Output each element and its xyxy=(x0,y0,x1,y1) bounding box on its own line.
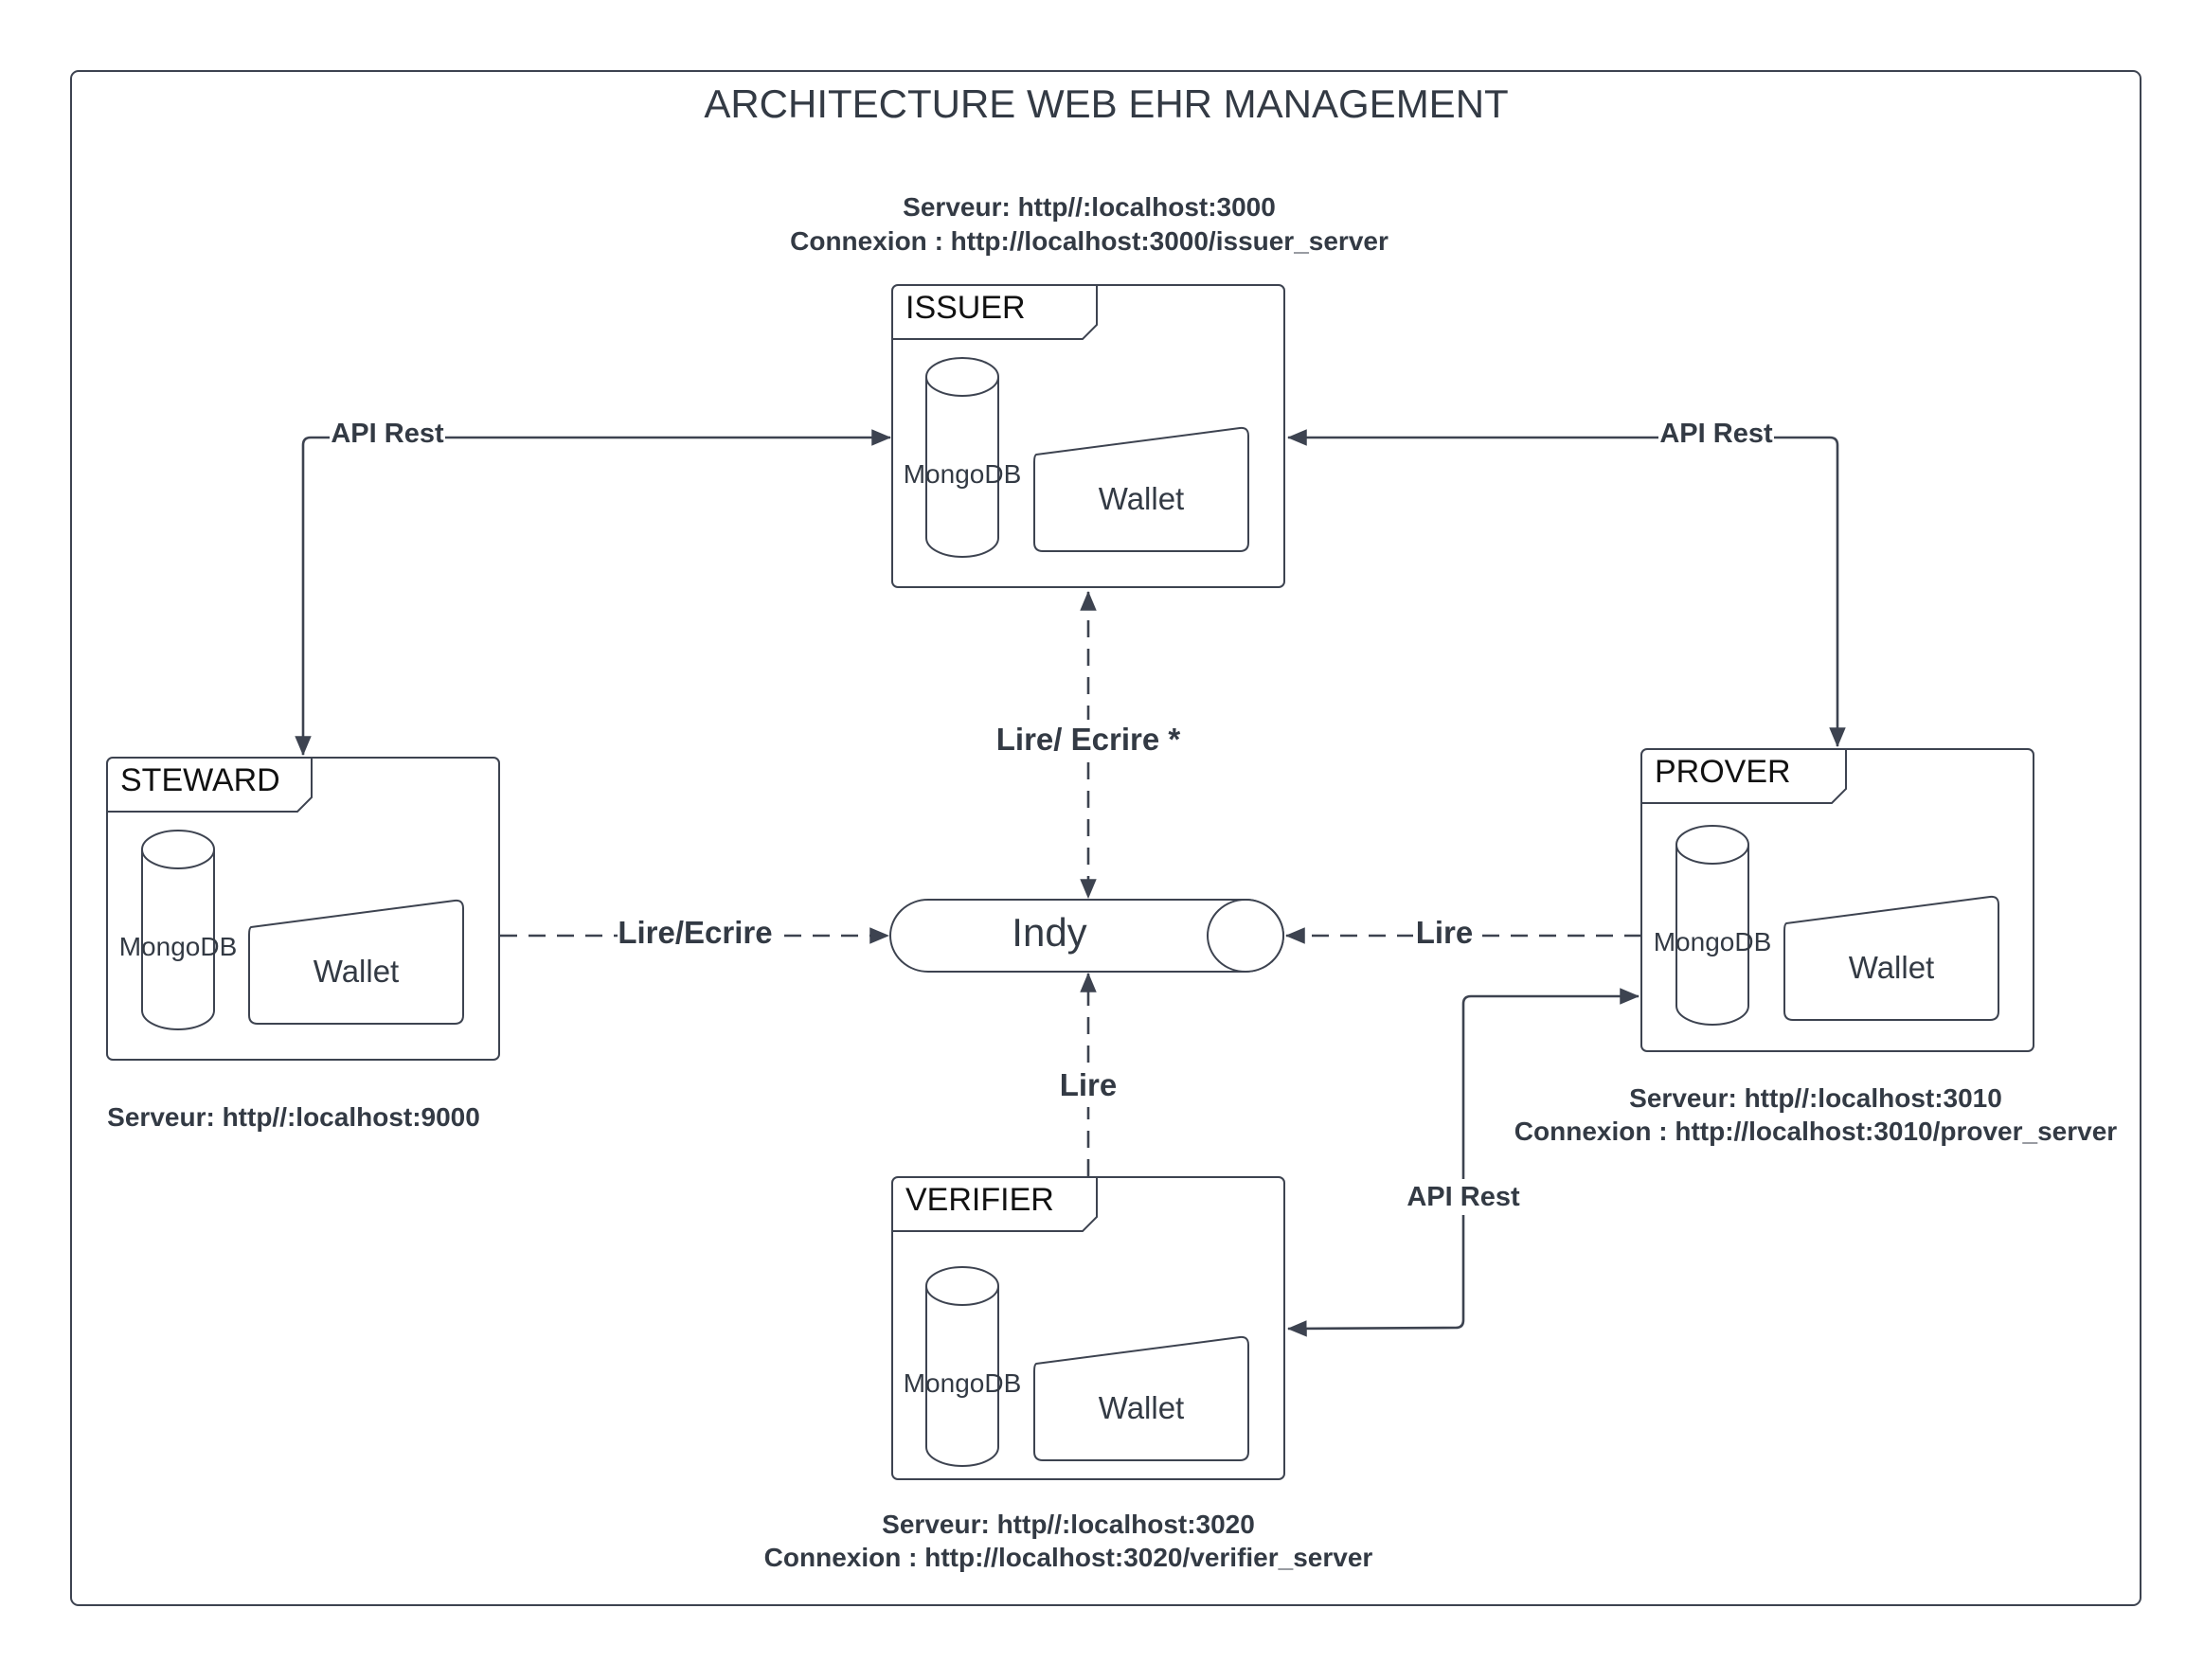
edge-issuer-prover xyxy=(1286,429,1846,748)
edge-label-verifier-indy: Lire xyxy=(1060,1067,1118,1102)
wallet-icon xyxy=(248,899,464,1025)
indy-label: Indy xyxy=(1012,910,1086,955)
prover-connection-text: Connexion : http://localhost:3010/prover… xyxy=(1514,1117,2117,1146)
prover-server-text: Serveur: http//:localhost:3010 xyxy=(1629,1083,2002,1113)
verifier-wallet-label: Wallet xyxy=(1099,1390,1184,1425)
verifier-node: VERIFIER MongoDB Wallet xyxy=(891,1176,1285,1480)
edge-label-bg xyxy=(993,720,1184,761)
verifier-title: VERIFIER xyxy=(905,1182,1054,1218)
edge-label-bg xyxy=(1658,417,1774,453)
wallet-icon xyxy=(1033,1335,1249,1461)
steward-node: STEWARD MongoDB Wallet xyxy=(106,757,500,1061)
edge-label-bg xyxy=(330,417,445,453)
database-icon xyxy=(925,357,999,558)
database-icon xyxy=(1675,825,1749,1026)
database-icon xyxy=(141,830,215,1030)
steward-db-label: MongoDB xyxy=(119,932,238,961)
wallet-icon xyxy=(1783,895,1999,1021)
wallet-icon xyxy=(1033,426,1249,552)
edge-label-steward-issuer: API Rest xyxy=(331,419,444,449)
edge-label-bg xyxy=(618,914,773,956)
prover-title: PROVER xyxy=(1655,754,1791,790)
edge-label-issuer-prover: API Rest xyxy=(1659,419,1773,449)
edge-label-bg xyxy=(1413,914,1476,956)
issuer-title: ISSUER xyxy=(905,290,1026,326)
steward-wallet-label: Wallet xyxy=(314,954,399,989)
edge-label-bg xyxy=(1406,1179,1521,1215)
prover-db-label: MongoDB xyxy=(1654,927,1772,956)
verifier-connection-text: Connexion : http://localhost:3020/verifi… xyxy=(764,1543,1373,1572)
verifier-server-text: Serveur: http//:localhost:3020 xyxy=(882,1510,1255,1539)
edge-steward-issuer xyxy=(295,429,892,757)
edge-label-prover-indy: Lire xyxy=(1416,915,1474,950)
issuer-node: ISSUER MongoDB Wallet xyxy=(891,284,1285,588)
steward-title: STEWARD xyxy=(120,762,280,798)
edge-prover-verifier xyxy=(1286,988,1640,1337)
issuer-server-text: Serveur: http//:localhost:3000 xyxy=(903,192,1276,222)
edge-label-issuer-indy: Lire/ Ecrire * xyxy=(996,722,1181,757)
database-icon xyxy=(925,1266,999,1467)
prover-wallet-label: Wallet xyxy=(1849,950,1934,985)
issuer-wallet-label: Wallet xyxy=(1099,481,1184,516)
edge-label-prover-verifier: API Rest xyxy=(1407,1182,1520,1212)
verifier-db-label: MongoDB xyxy=(904,1368,1022,1398)
issuer-connection-text: Connexion : http://localhost:3000/issuer… xyxy=(790,226,1389,256)
steward-server-text: Serveur: http//:localhost:9000 xyxy=(107,1102,480,1132)
prover-node: PROVER MongoDB Wallet xyxy=(1640,748,2034,1052)
edge-label-steward-indy: Lire/Ecrire xyxy=(618,915,772,950)
edge-label-bg xyxy=(1057,1065,1120,1107)
diagram-title: ARCHITECTURE WEB EHR MANAGEMENT xyxy=(704,81,1508,126)
outer-frame xyxy=(70,70,2141,1606)
issuer-db-label: MongoDB xyxy=(904,459,1022,489)
indy-ledger xyxy=(889,899,1284,973)
